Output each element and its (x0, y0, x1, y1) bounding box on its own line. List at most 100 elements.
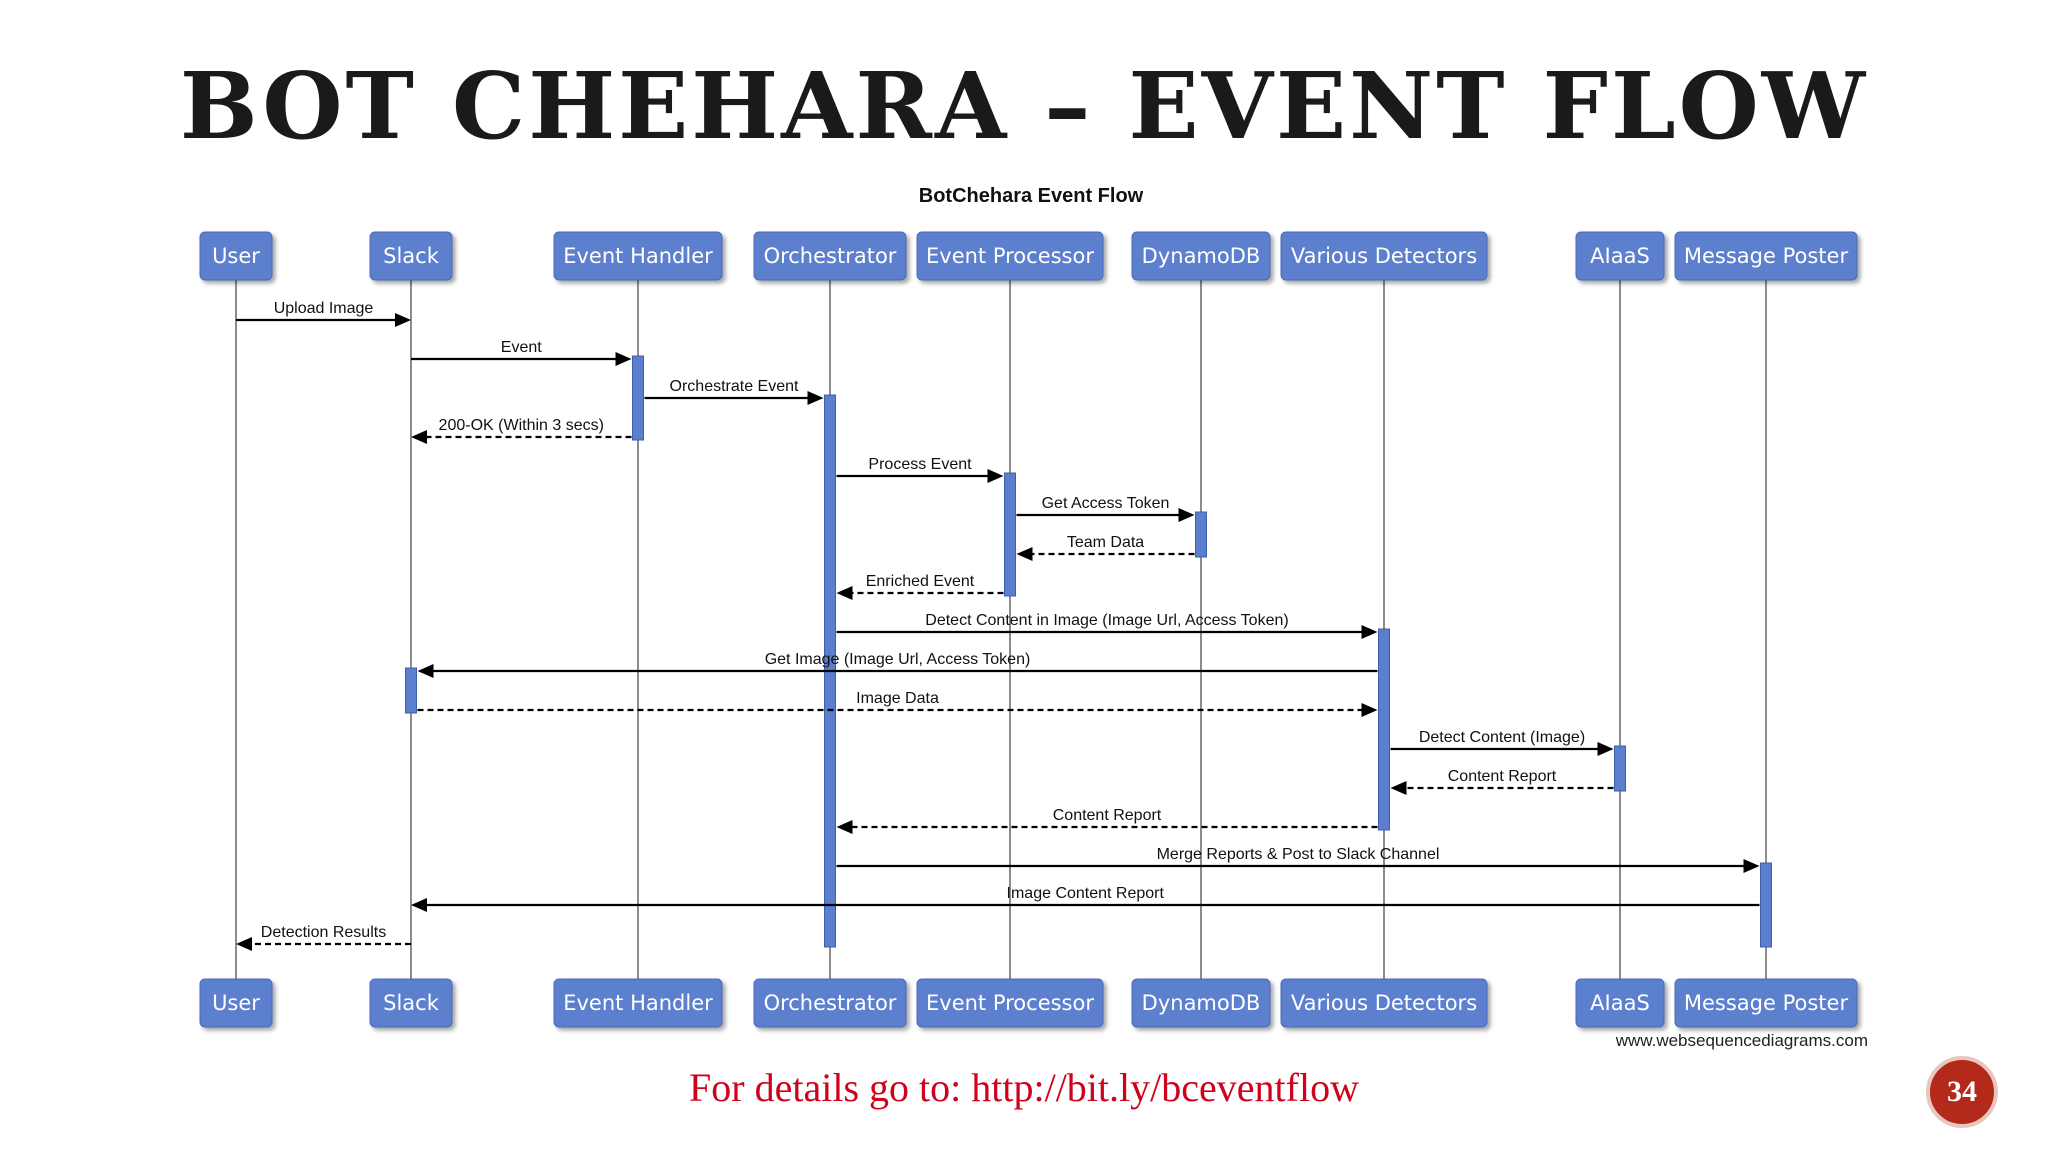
arrowhead-icon (1178, 508, 1195, 522)
arrowhead-icon (1390, 781, 1407, 795)
message-arrow: Orchestrate Event (644, 378, 824, 405)
message-arrow: Detect Content (Image) (1390, 729, 1614, 756)
participant-box (916, 978, 1104, 1028)
participant-top: Orchestrator (753, 231, 907, 281)
message-arrow: Detection Results (236, 924, 411, 951)
arrowhead-icon (807, 391, 824, 405)
participant-label: Event Processor (926, 244, 1094, 268)
participant-box (1575, 231, 1665, 281)
diagram-credit: www.websequencediagrams.com (1615, 1031, 1868, 1050)
message-label: Get Image (Image Url, Access Token) (765, 651, 1031, 668)
participant-bottom: Event Handler (553, 978, 723, 1028)
participant-box (553, 978, 723, 1028)
participant-box (199, 231, 273, 281)
participant-bottom: Event Processor (916, 978, 1104, 1028)
activation-bar (1004, 472, 1016, 597)
message-arrow: Upload Image (236, 300, 411, 327)
participant-bottom: Various Detectors (1280, 978, 1488, 1028)
participant-box (753, 978, 907, 1028)
participant-box (1575, 978, 1665, 1028)
message-arrow: Team Data (1016, 534, 1195, 561)
message-label: Content Report (1448, 768, 1557, 785)
participant-top: Message Poster (1674, 231, 1858, 281)
arrowhead-icon (1597, 742, 1614, 756)
participant-top: User (199, 231, 273, 281)
arrowhead-icon (987, 469, 1004, 483)
activation-bar (632, 355, 644, 441)
participant-bottom: DynamoDB (1131, 978, 1271, 1028)
activation-bar (1760, 862, 1772, 948)
participant-label: AIaaS (1590, 991, 1650, 1015)
participant-label: Message Poster (1684, 244, 1849, 268)
participant-label: Event Processor (926, 991, 1094, 1015)
participant-label: User (212, 244, 260, 268)
arrowhead-icon (395, 313, 411, 327)
diagram-title: BotChehara Event Flow (919, 185, 1144, 207)
message-arrow: Get Access Token (1016, 495, 1195, 522)
arrowhead-icon (1361, 625, 1378, 639)
participant-box (1280, 978, 1488, 1028)
participant-top: DynamoDB (1131, 231, 1271, 281)
message-arrow: 200-OK (Within 3 secs) (411, 417, 632, 444)
participant-box (1131, 978, 1271, 1028)
arrowhead-icon (1743, 859, 1760, 873)
participant-label: Slack (383, 991, 440, 1015)
participant-label: Various Detectors (1291, 244, 1477, 268)
participant-label: DynamoDB (1142, 244, 1261, 268)
participant-label: Various Detectors (1291, 991, 1477, 1015)
arrowhead-icon (836, 586, 853, 600)
message-label: Enriched Event (866, 573, 975, 590)
message-arrow: Process Event (836, 456, 1004, 483)
participant-label: Message Poster (1684, 991, 1849, 1015)
message-arrow: Event (411, 339, 632, 366)
participant-top: Various Detectors (1280, 231, 1488, 281)
participant-bottom: Orchestrator (753, 978, 907, 1028)
page-number-badge: 34 (1926, 1056, 1998, 1128)
message-label: Team Data (1067, 534, 1144, 551)
arrowhead-icon (1361, 703, 1378, 717)
message-label: Detect Content in Image (Image Url, Acce… (925, 612, 1288, 629)
message-label: Detection Results (261, 924, 386, 941)
message-arrow: Content Report (1390, 768, 1614, 795)
activation-bar (1614, 745, 1626, 792)
message-label: Content Report (1053, 807, 1162, 824)
participant-label: Event Handler (563, 244, 713, 268)
participant-box (199, 978, 273, 1028)
participant-box (1280, 231, 1488, 281)
participant-box (753, 231, 907, 281)
participant-box (369, 231, 453, 281)
arrowhead-icon (836, 820, 853, 834)
participant-bottom: Message Poster (1674, 978, 1858, 1028)
message-arrow: Image Data (417, 690, 1378, 717)
message-label: Merge Reports & Post to Slack Channel (1157, 846, 1440, 863)
arrowhead-icon (411, 430, 427, 444)
details-link[interactable]: For details go to: http://bit.ly/bcevent… (689, 1065, 1359, 1110)
participant-top: Slack (369, 231, 453, 281)
arrowhead-icon (417, 664, 434, 678)
participant-top: Event Processor (916, 231, 1104, 281)
participant-bottom: Slack (369, 978, 453, 1028)
participant-top: Event Handler (553, 231, 723, 281)
participant-label: DynamoDB (1142, 991, 1261, 1015)
participant-box (1131, 231, 1271, 281)
activation-bar (405, 667, 417, 714)
participant-box (369, 978, 453, 1028)
participant-top: AIaaS (1575, 231, 1665, 281)
message-label: Image Data (856, 690, 939, 707)
participant-label: Orchestrator (764, 244, 897, 268)
participant-box (553, 231, 723, 281)
arrowhead-icon (1016, 547, 1033, 561)
participant-box (1674, 231, 1858, 281)
page-number: 34 (1947, 1075, 1977, 1108)
message-label: Get Access Token (1042, 495, 1170, 512)
participant-label: AIaaS (1590, 244, 1650, 268)
participant-label: Orchestrator (764, 991, 897, 1015)
message-label: Image Content Report (1007, 885, 1165, 902)
activation-bar (1378, 628, 1390, 831)
participant-label: Slack (383, 244, 440, 268)
message-label: Orchestrate Event (670, 378, 800, 395)
message-arrow: Get Image (Image Url, Access Token) (417, 651, 1378, 678)
arrowhead-icon (615, 352, 632, 366)
message-arrow: Content Report (836, 807, 1378, 834)
